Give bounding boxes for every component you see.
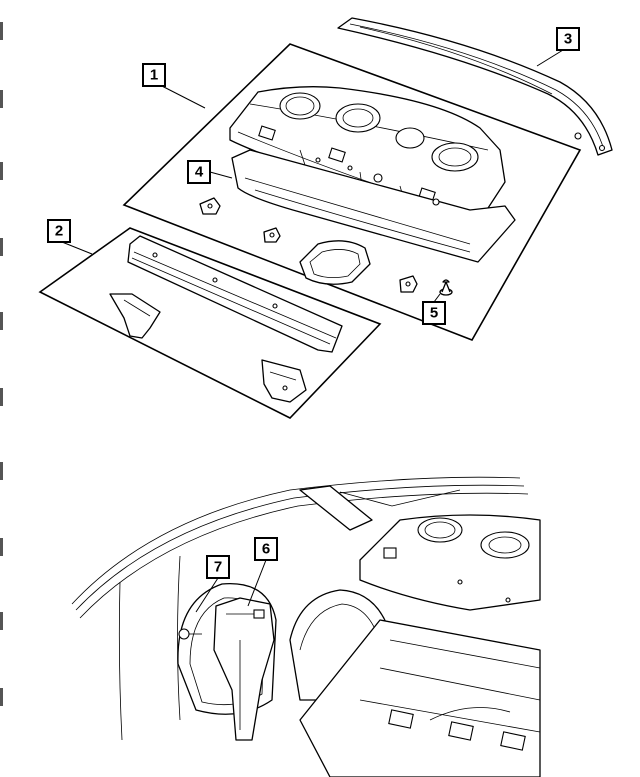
rear-package-shelf <box>229 86 506 229</box>
callout-1-label: 1 <box>150 67 158 84</box>
clip-small-1 <box>199 197 221 215</box>
callout-6: 6 <box>247 537 278 607</box>
callout-3: 3 <box>536 27 580 67</box>
callout-1: 1 <box>142 63 206 109</box>
margin-ticks <box>0 22 3 706</box>
lower-shelf-panel <box>231 149 516 263</box>
callout-3-label: 3 <box>564 31 572 48</box>
callout-4-label: 4 <box>195 164 204 181</box>
clip-small-3 <box>399 275 418 293</box>
rear-header-rail <box>337 17 613 156</box>
push-pin-fastener <box>439 279 453 296</box>
bracket-right <box>261 359 307 403</box>
callout-2: 2 <box>47 219 93 255</box>
vehicle-rear-body <box>71 476 541 777</box>
callout-7-label: 7 <box>214 559 222 576</box>
callout-4: 4 <box>187 160 233 184</box>
callout-5: 5 <box>422 293 446 325</box>
bracket-left <box>109 293 161 339</box>
reinforcement-rail <box>127 235 343 353</box>
callout-6-label: 6 <box>262 541 270 558</box>
clip-small-2 <box>263 227 281 243</box>
callout-7: 7 <box>195 555 230 613</box>
callout-5-label: 5 <box>430 305 438 322</box>
access-cover <box>299 240 371 285</box>
callout-2-label: 2 <box>55 223 63 240</box>
